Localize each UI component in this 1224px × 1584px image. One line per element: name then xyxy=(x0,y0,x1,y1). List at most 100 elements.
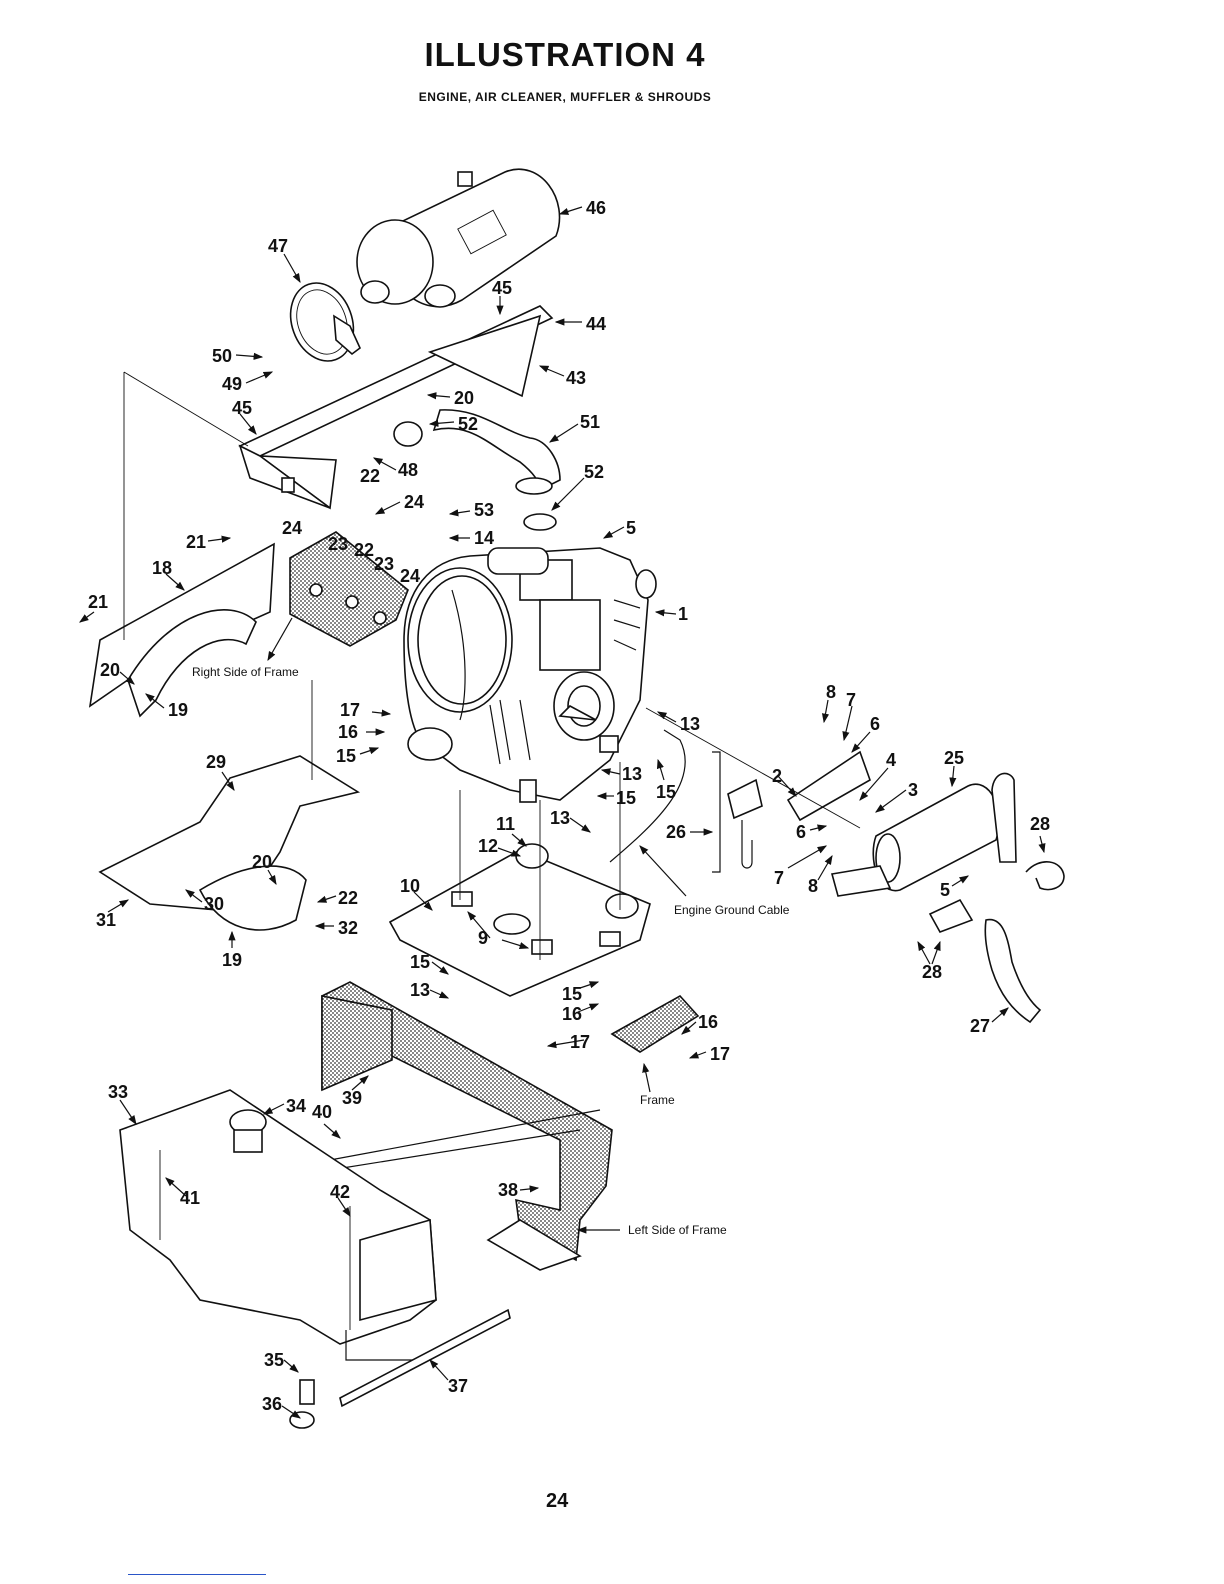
callout-8: 8 xyxy=(808,876,818,896)
callout-47: 47 xyxy=(268,236,288,256)
callout-20: 20 xyxy=(252,852,272,872)
callout-24: 24 xyxy=(282,518,302,538)
callout-16: 16 xyxy=(562,1004,582,1024)
callout-52: 52 xyxy=(458,414,478,434)
callout-12: 12 xyxy=(478,836,498,856)
callout-11: 11 xyxy=(496,814,515,834)
callout-arrows xyxy=(79,206,1046,1419)
callout-1: 1 xyxy=(678,604,688,624)
callout-16: 16 xyxy=(338,722,358,742)
caption-engine-ground-cable: Engine Ground Cable xyxy=(674,903,790,917)
callout-45: 45 xyxy=(492,278,512,298)
callout-40: 40 xyxy=(312,1102,332,1122)
callout-31: 31 xyxy=(96,910,116,930)
callout-15: 15 xyxy=(336,746,356,766)
callout-36: 36 xyxy=(262,1394,282,1414)
callout-6: 6 xyxy=(796,822,806,842)
callout-3: 3 xyxy=(908,780,918,800)
caption-frame: Frame xyxy=(640,1093,675,1107)
callout-6: 6 xyxy=(870,714,880,734)
callout-38: 38 xyxy=(498,1180,518,1200)
callout-27: 27 xyxy=(970,1016,990,1036)
right-shroud-drawing xyxy=(88,542,275,718)
callout-53: 53 xyxy=(474,500,494,520)
callout-17: 17 xyxy=(570,1032,590,1052)
callout-20: 20 xyxy=(454,388,474,408)
callout-22: 22 xyxy=(354,540,374,560)
callout-33: 33 xyxy=(108,1082,128,1102)
bracket-and-cable-drawing xyxy=(609,729,871,873)
callout-13: 13 xyxy=(410,980,430,1000)
callout-18: 18 xyxy=(152,558,172,578)
lower-shroud-drawing xyxy=(98,755,361,931)
callout-9: 9 xyxy=(478,928,488,948)
callout-13: 13 xyxy=(622,764,642,784)
air-hose-drawing xyxy=(393,409,561,531)
caption-left-side-of-frame: Left Side of Frame xyxy=(628,1223,727,1237)
callout-14: 14 xyxy=(474,528,494,548)
callout-15: 15 xyxy=(656,782,676,802)
callout-29: 29 xyxy=(206,752,226,772)
callout-7: 7 xyxy=(774,868,784,888)
illustration-title: ILLUSTRATION 4 xyxy=(424,36,706,73)
callout-25: 25 xyxy=(944,748,964,768)
callout-15: 15 xyxy=(562,984,582,1004)
callout-28: 28 xyxy=(922,962,942,982)
callout-49: 49 xyxy=(222,374,242,394)
callout-19: 19 xyxy=(222,950,242,970)
muffler-drawing xyxy=(830,772,1065,1024)
frame-bracket-drawing xyxy=(610,994,700,1053)
callout-37: 37 xyxy=(448,1376,468,1396)
caption-right-side-of-frame: Right Side of Frame xyxy=(192,665,299,679)
callout-13: 13 xyxy=(550,808,570,828)
callout-26: 26 xyxy=(666,822,686,842)
callout-32: 32 xyxy=(338,918,358,938)
callout-23: 23 xyxy=(374,554,394,574)
engine-drawing xyxy=(403,547,657,803)
callout-45: 45 xyxy=(232,398,252,418)
callout-13: 13 xyxy=(680,714,700,734)
callout-24: 24 xyxy=(404,492,424,512)
callout-21: 21 xyxy=(88,592,108,612)
callout-43: 43 xyxy=(566,368,586,388)
callout-39: 39 xyxy=(342,1088,362,1108)
callout-52: 52 xyxy=(584,462,604,482)
callout-34: 34 xyxy=(286,1096,306,1116)
callout-15: 15 xyxy=(616,788,636,808)
callout-23: 23 xyxy=(328,534,348,554)
frame-rails-drawing xyxy=(321,981,613,1271)
callout-8: 8 xyxy=(826,682,836,702)
illustration-subtitle: ENGINE, AIR CLEANER, MUFFLER & SHROUDS xyxy=(418,90,712,104)
page-number: 24 xyxy=(546,1490,569,1512)
callout-5: 5 xyxy=(940,880,950,900)
callout-41: 41 xyxy=(180,1188,200,1208)
callout-50: 50 xyxy=(212,346,232,366)
callout-19: 19 xyxy=(168,700,188,720)
heat-shield-drawing xyxy=(289,531,409,647)
callout-51: 51 xyxy=(580,412,600,432)
callout-30: 30 xyxy=(204,894,224,914)
callout-17: 17 xyxy=(710,1044,730,1064)
callout-20: 20 xyxy=(100,660,120,680)
callout-captions: Right Side of Frame Engine Ground Cable … xyxy=(192,665,790,1237)
callout-46: 46 xyxy=(586,198,606,218)
callout-17: 17 xyxy=(340,700,360,720)
callout-44: 44 xyxy=(586,314,606,334)
callout-22: 22 xyxy=(360,466,380,486)
callout-15: 15 xyxy=(410,952,430,972)
callout-24: 24 xyxy=(400,566,420,586)
hose-clamp-drawing xyxy=(289,282,361,362)
air-cleaner-bracket-drawing xyxy=(238,305,554,510)
callout-16: 16 xyxy=(698,1012,718,1032)
callout-10: 10 xyxy=(400,876,420,896)
callout-4: 4 xyxy=(886,750,896,770)
callout-42: 42 xyxy=(330,1182,350,1202)
callout-5: 5 xyxy=(626,518,636,538)
callout-21: 21 xyxy=(186,532,206,552)
engine-mounting-plate-drawing xyxy=(388,843,651,997)
air-cleaner-drawing xyxy=(356,168,561,308)
assembly-leader-lines xyxy=(123,371,861,960)
callout-35: 35 xyxy=(264,1350,284,1370)
